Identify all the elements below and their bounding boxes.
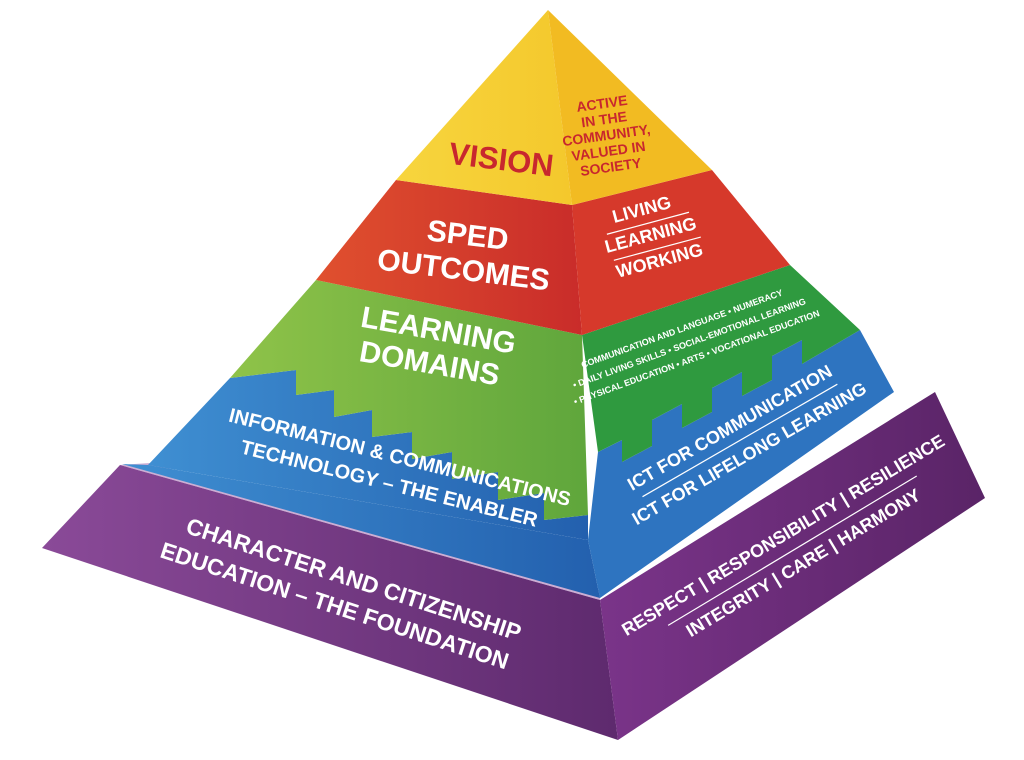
ict-front-face — [148, 370, 588, 540]
vision-side-face — [548, 10, 712, 205]
domains-front-face — [230, 280, 588, 520]
outcomes-side-face — [572, 170, 790, 335]
ict-front-bottom — [122, 464, 600, 598]
outcomes-front-face — [316, 180, 582, 335]
vision-front-face — [396, 10, 572, 205]
ict-side-face — [588, 330, 894, 598]
outcomes-side-divider-1 — [606, 211, 690, 235]
ict-side-divider — [642, 383, 838, 498]
domains-side-face — [582, 265, 860, 462]
base-side-divider — [667, 475, 918, 626]
base-top-strip — [120, 463, 600, 600]
base-side-face — [600, 392, 985, 740]
vision-side-line-2: IN THE — [580, 108, 628, 130]
vision-side-label: ACTIVE IN THE COMMUNITY, VALUED IN SOCIE… — [561, 92, 651, 179]
outcomes-side-divider-2 — [613, 236, 701, 261]
base-front-face — [42, 465, 618, 740]
vision-side-line-1: ACTIVE — [575, 92, 628, 115]
